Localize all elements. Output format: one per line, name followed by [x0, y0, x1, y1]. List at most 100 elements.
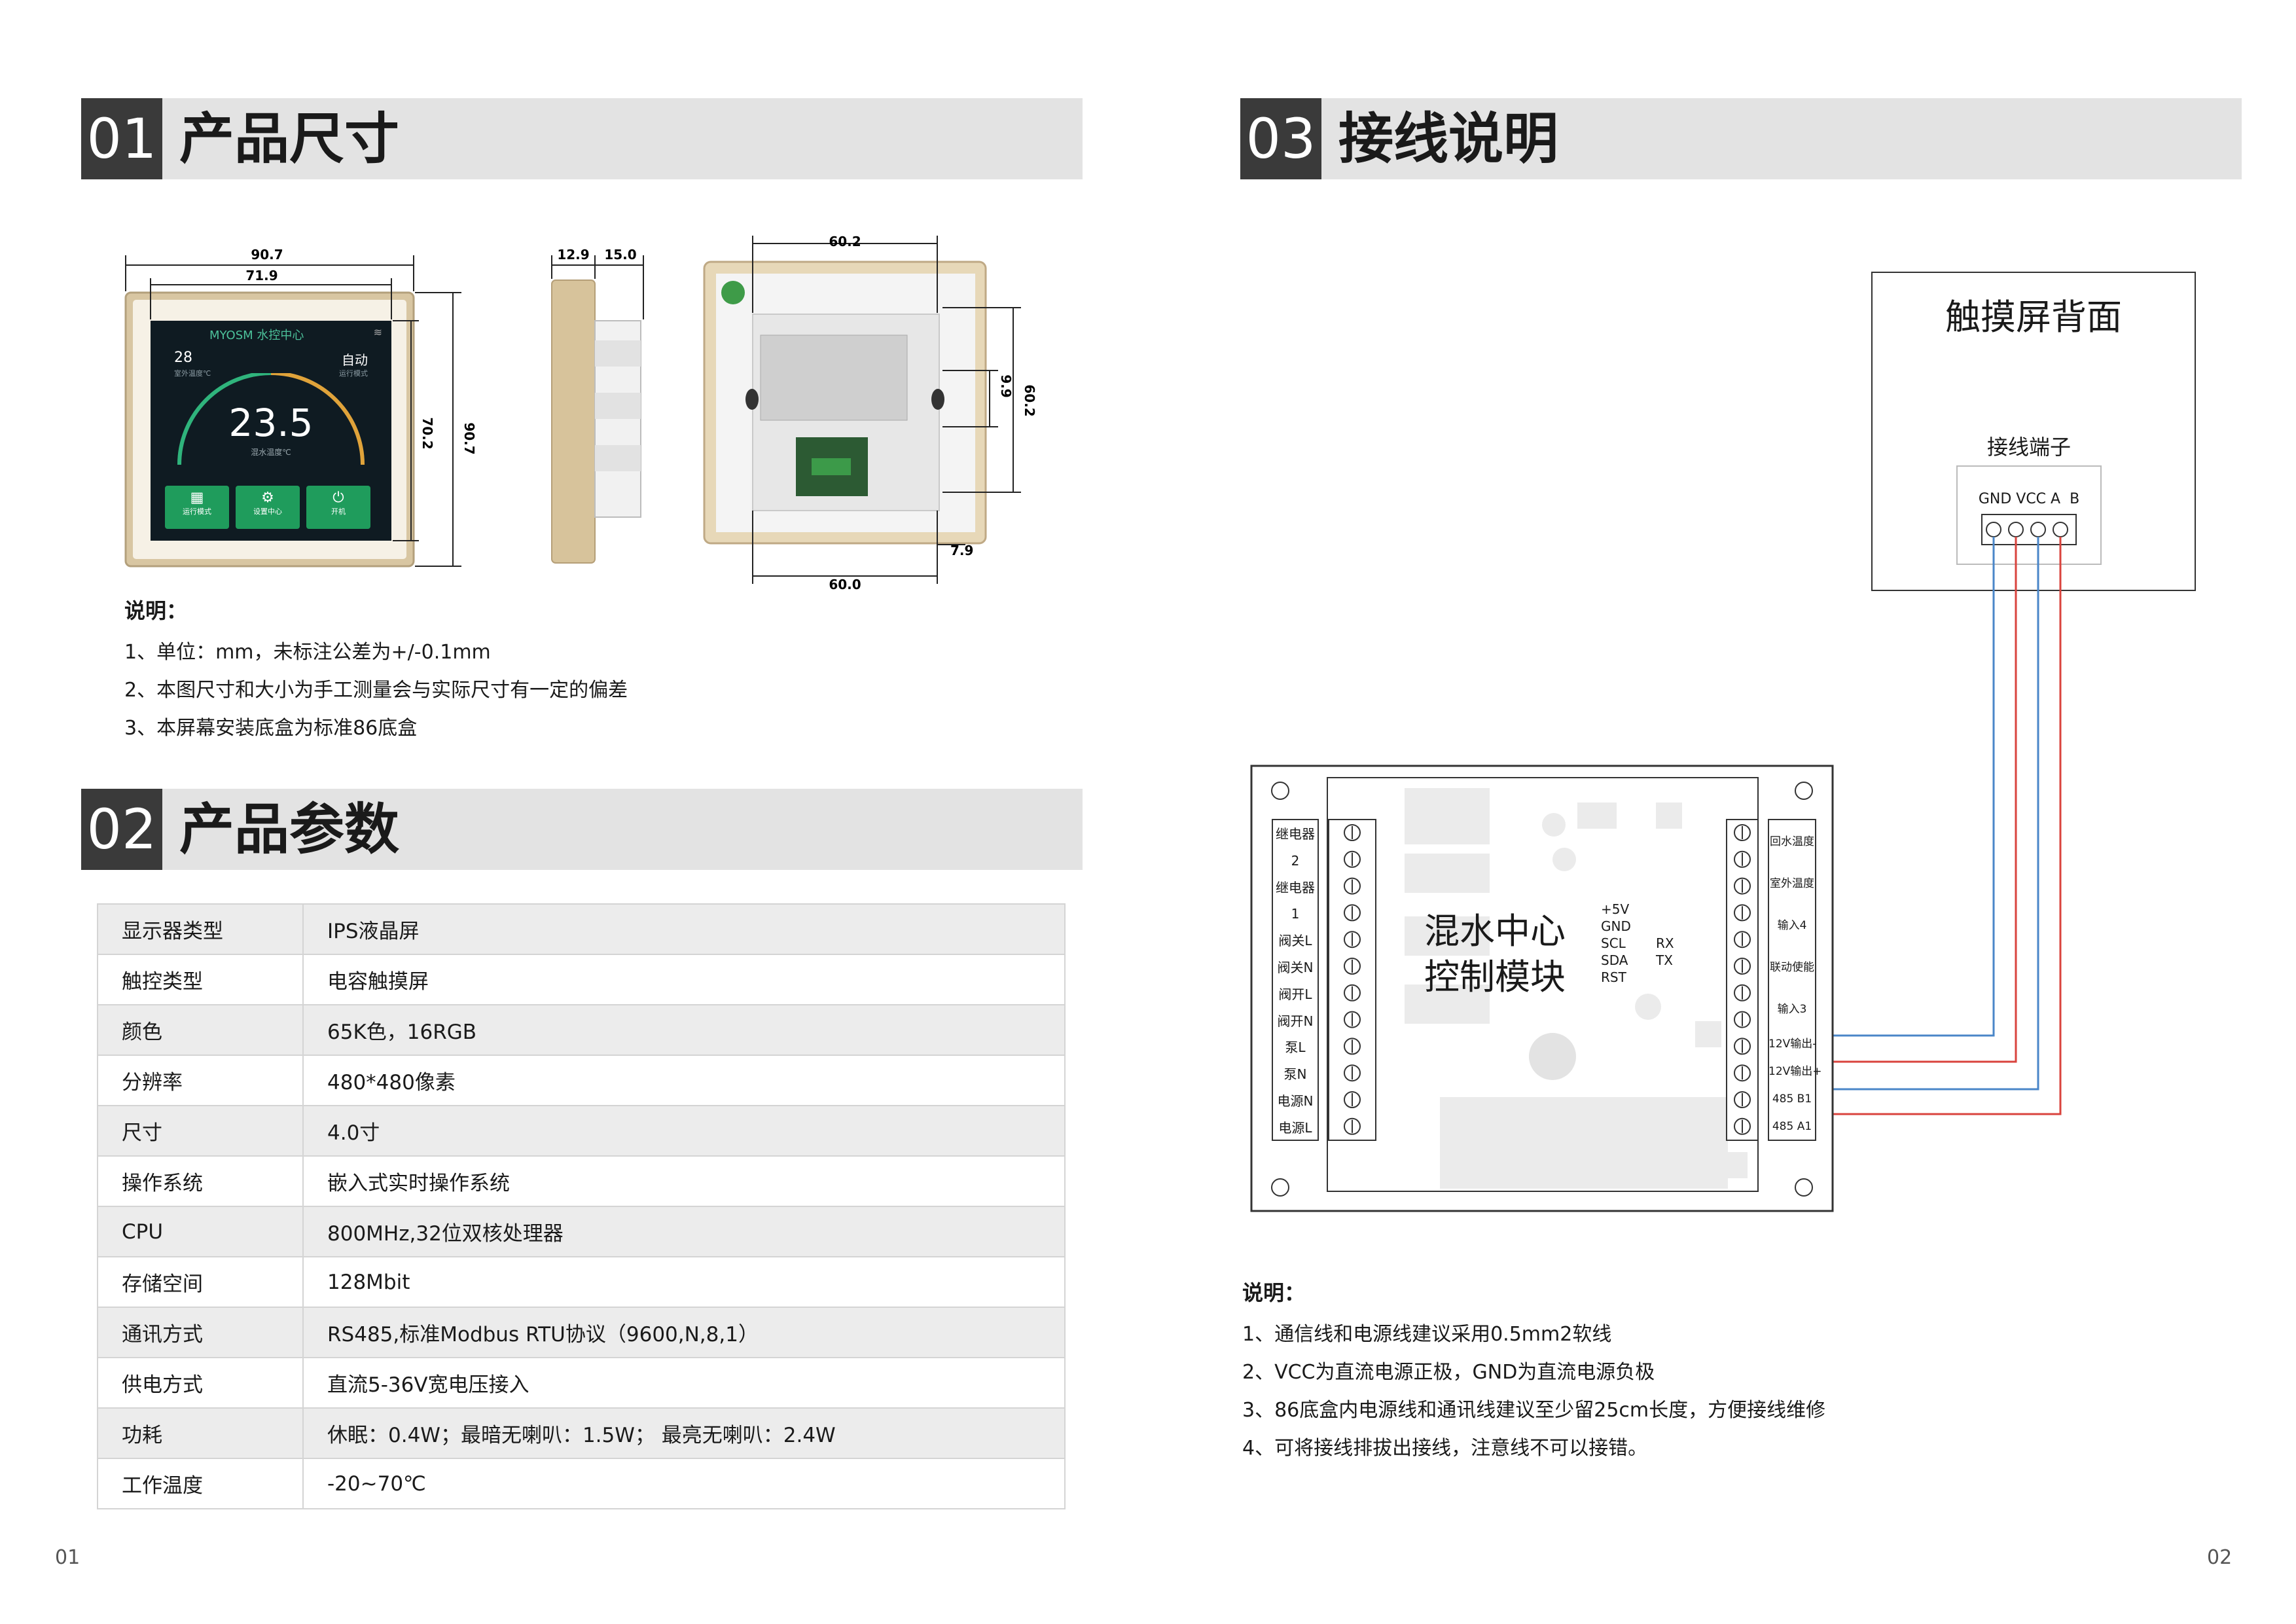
param-value: RS485,标准Modbus RTU协议（9600,N,8,1）	[302, 1307, 1066, 1358]
param-row: 工作温度-20~70℃	[97, 1458, 1066, 1509]
wiring-diagram	[1250, 272, 2196, 1212]
param-value: 嵌入式实时操作系统	[302, 1155, 1066, 1207]
left-terminal-label: 继电器	[1276, 879, 1315, 895]
screen-button-label: 设置中心	[253, 507, 282, 516]
screen-button-label: 运行模式	[183, 507, 211, 516]
main-temp-label: 混水温度℃	[251, 448, 291, 457]
dim-side-depth-2: 15.0	[604, 247, 636, 262]
screen-button-mode[interactable]: ▦ 运行模式	[165, 486, 229, 529]
right-terminal-label: 回水温度	[1770, 835, 1814, 848]
screen-button-settings[interactable]: ⚙ 设置中心	[236, 486, 300, 529]
param-key: 颜色	[97, 1004, 304, 1056]
left-terminal-label: 电源N	[1277, 1092, 1314, 1109]
side-view	[551, 255, 644, 564]
io-label: SCL	[1601, 935, 1626, 951]
wiring-notes: 说明： 1、通信线和电源线建议采用0.5mm2软线 2、VCC为直流电源正极，G…	[1242, 1276, 1825, 1468]
param-key: 尺寸	[97, 1105, 304, 1157]
dim-back-offset: 7.9	[950, 543, 973, 558]
left-terminal-label: 阀关L	[1278, 933, 1312, 949]
note-item: 3、86底盒内电源线和通讯线建议至少留25cm长度，方便接线维修	[1242, 1399, 1826, 1422]
param-value: 休眠：0.4W；最暗无喇叭：1.5W； 最亮无喇叭：2.4W	[302, 1407, 1066, 1459]
screen-brand: MYOSM 水控中心	[209, 329, 304, 342]
section-number: 03	[1240, 98, 1321, 179]
notes-heading: 说明：	[1242, 1280, 1306, 1305]
right-terminal-label: 输入4	[1777, 919, 1807, 932]
param-value: 直流5-36V宽电压接入	[302, 1357, 1066, 1409]
param-value: 480*480像素	[302, 1055, 1066, 1106]
param-key: 供电方式	[97, 1357, 304, 1409]
param-key: 分辨率	[97, 1055, 304, 1106]
param-key: 功耗	[97, 1407, 304, 1459]
wifi-icon: ≋	[373, 326, 382, 338]
dim-back-height-big: 60.2	[1022, 384, 1037, 416]
outdoor-temp-label: 室外温度℃	[174, 369, 211, 378]
device-screen: MYOSM 水控中心 ≋ 28 室外温度℃ 自动 运行模式 23.5 混水温度℃…	[151, 321, 391, 541]
param-row: 功耗休眠：0.4W；最暗无喇叭：1.5W； 最亮无喇叭：2.4W	[97, 1407, 1066, 1459]
terminal-screws	[1986, 522, 2068, 537]
dim-front-height-inner: 70.2	[420, 417, 435, 449]
note-item: 4、可将接线排拔出接线，注意线不可以接错。	[1242, 1437, 1648, 1460]
param-value: 128Mbit	[302, 1256, 1066, 1308]
param-key: CPU	[97, 1206, 304, 1257]
note-item: 1、通信线和电源线建议采用0.5mm2软线	[1242, 1323, 1612, 1346]
dim-front-width-inner: 71.9	[245, 268, 278, 283]
param-value: 800MHz,32位双核处理器	[302, 1206, 1066, 1257]
dim-side-depth-1: 12.9	[557, 247, 589, 262]
left-terminal-label: 阀开N	[1277, 1013, 1314, 1029]
param-value: 4.0寸	[302, 1105, 1066, 1157]
section-number: 01	[81, 98, 162, 179]
temperature-arc	[177, 373, 365, 465]
gear-icon: ⚙	[261, 490, 274, 506]
dim-back-bottom: 60.0	[829, 577, 861, 592]
right-terminal-label: 12V输出-	[1768, 1038, 1817, 1051]
wires	[1792, 537, 2062, 1115]
io-label: RST	[1601, 969, 1626, 985]
page-number-right: 02	[2207, 1546, 2233, 1569]
param-row: 操作系统嵌入式实时操作系统	[97, 1155, 1066, 1207]
right-terminal-label: 485 B1	[1772, 1092, 1812, 1106]
param-key: 工作温度	[97, 1458, 304, 1509]
param-key: 存储空间	[97, 1256, 304, 1308]
note-item: 3、本屏幕安装底盒为标准86底盒	[124, 717, 418, 740]
left-terminal-label: 继电器	[1276, 826, 1315, 842]
section-number: 02	[81, 789, 162, 870]
param-row: 触控类型电容触摸屏	[97, 954, 1066, 1005]
terminal-pins: GND VCC A B	[1978, 491, 2080, 507]
right-terminal-label: 联动使能	[1770, 961, 1814, 974]
dim-back-height-small: 9.9	[998, 374, 1014, 397]
param-value: 电容触摸屏	[302, 954, 1066, 1005]
right-terminal-block	[1726, 819, 1816, 1141]
screen-button-label: 开机	[331, 507, 346, 516]
io-label: SDA	[1601, 952, 1628, 968]
left-terminal-label: 2	[1291, 852, 1300, 869]
notes-heading: 说明：	[124, 598, 188, 623]
note-item: 2、本图尺寸和大小为手工测量会与实际尺寸有一定的偏差	[124, 679, 628, 702]
dim-front-height-outer: 90.7	[461, 422, 477, 454]
board-components	[1405, 788, 1748, 1189]
param-value: 65K色，16RGB	[302, 1004, 1066, 1056]
grid-icon: ▦	[190, 490, 204, 506]
section-header-size: 01 产品尺寸	[81, 98, 1083, 179]
io-label: TX	[1656, 952, 1673, 968]
right-terminal-label: 输入3	[1777, 1003, 1807, 1016]
screen-button-power[interactable]: ⏻ 开机	[306, 486, 370, 529]
io-label: GND	[1601, 918, 1631, 934]
right-terminal-label: 室外温度	[1770, 877, 1814, 890]
back-view	[703, 236, 1021, 584]
param-key: 触控类型	[97, 954, 304, 1005]
screen-back-title: 触摸屏背面	[1945, 297, 2122, 338]
note-item: 1、单位：mm，未标注公差为+/-0.1mm	[124, 641, 491, 664]
left-terminal-label: 电源L	[1278, 1119, 1312, 1136]
left-terminal-label: 阀关N	[1277, 959, 1314, 975]
param-key: 显示器类型	[97, 903, 304, 955]
left-terminal-label: 1	[1291, 906, 1300, 922]
note-item: 2、VCC为直流电源正极，GND为直流电源负极	[1242, 1361, 1655, 1384]
